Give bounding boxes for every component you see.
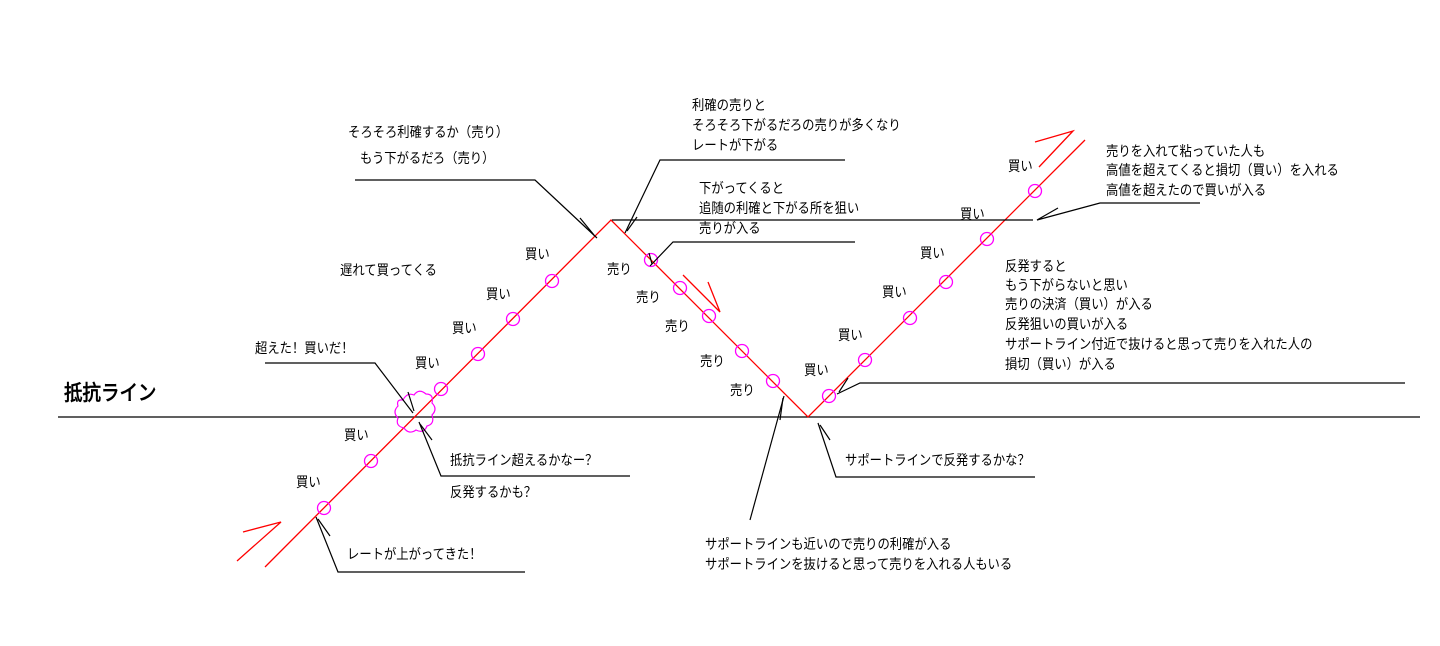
arrow-down-icon <box>682 274 721 313</box>
annotation-fall-2: 追随の利確と下がる所を狙い <box>699 201 860 217</box>
trade-marker <box>470 346 486 362</box>
arrow-up-right-icon <box>1034 129 1076 168</box>
annotation-profit-2: もう下がるだろ（売り） <box>360 151 495 167</box>
price-path <box>264 139 1086 568</box>
sell-label: 売り <box>700 354 725 370</box>
annotation-late-buyers: 遅れて買ってくる <box>340 263 437 279</box>
trade-marker <box>544 273 560 289</box>
annotation-rebound-5: サポートライン付近で抜けると思って売りを入れた人の <box>1005 337 1313 353</box>
trade-marker <box>1027 183 1043 199</box>
annotation-support-question: サポートラインで反発するかな？ <box>845 453 1030 469</box>
resistance-line-label: 抵抗ライン <box>64 381 157 405</box>
buy-label: 買い <box>920 246 945 262</box>
annotation-high-2: 高値を超えてくると損切（買い）を入れる <box>1106 163 1339 179</box>
sell-label: 売り <box>607 262 632 278</box>
annotation-support-1: サポートラインも近いので売りの利確が入る <box>705 537 952 553</box>
sell-label: 売り <box>665 319 690 335</box>
buy-label: 買い <box>486 287 511 303</box>
annotation-rebound-1: 反発すると <box>1005 259 1067 275</box>
buy-label: 買い <box>525 247 550 263</box>
annotation-high-1: 売りを入れて粘っていた人も <box>1106 144 1266 160</box>
trade-marker <box>857 352 873 368</box>
annotation-rising: レートが上がってきた！ <box>347 547 482 563</box>
buy-label: 買い <box>804 363 829 379</box>
trade-marker <box>765 373 781 389</box>
trade-marker <box>505 311 521 327</box>
buy-label: 買い <box>882 285 907 301</box>
annotation-rebound-4: 反発狙いの買いが入る <box>1005 317 1129 333</box>
buy-label: 買い <box>838 328 863 344</box>
trade-marker <box>316 500 332 516</box>
annotation-peak-1: 利確の売りと <box>692 98 766 114</box>
buy-label: 買い <box>452 321 477 337</box>
trade-marker <box>672 280 688 296</box>
annotation-fall-3: 売りが入る <box>699 221 761 237</box>
trade-marker <box>979 231 995 247</box>
annotation-rebound-2: もう下がらないと思い <box>1005 278 1128 294</box>
annotation-rebound-question: 反発するかも？ <box>450 485 537 501</box>
sell-label: 売り <box>730 383 755 399</box>
annotation-profit-1: そろそろ利確するか（売り） <box>348 125 509 141</box>
buy-label: 買い <box>1008 159 1033 175</box>
annotation-rebound-3: 売りの決済（買い）が入る <box>1005 297 1153 313</box>
annotation-high-3: 高値を超えたので買いが入る <box>1106 183 1267 199</box>
annotation-support-2: サポートラインを抜けると思って売りを入れる人もいる <box>705 557 1013 573</box>
trade-marker <box>643 252 659 268</box>
buy-label: 買い <box>296 475 321 491</box>
buy-label: 買い <box>960 207 985 223</box>
callout-lines <box>265 159 1405 573</box>
annotation-fall-1: 下がってくると <box>699 181 785 197</box>
arrow-up-left-icon <box>236 521 282 562</box>
burst-cloud-icon <box>394 390 436 433</box>
trade-marker <box>734 343 750 359</box>
trade-marker <box>938 274 954 290</box>
buy-label: 買い <box>415 356 440 372</box>
trade-marker <box>821 388 837 404</box>
annotation-peak-2: そろそろ下がるだろの売りが多くなり <box>692 118 901 134</box>
buy-label: 買い <box>344 428 369 444</box>
annotation-resist-question: 抵抗ライン超えるかなー？ <box>450 453 598 469</box>
annotation-peak-3: レートが下がる <box>692 138 779 154</box>
trade-marker <box>701 308 717 324</box>
trade-marker <box>902 310 918 326</box>
trade-marker <box>433 381 449 397</box>
sell-label: 売り <box>636 290 661 306</box>
annotation-crossed: 超えた！買いだ！ <box>255 341 354 357</box>
annotation-rebound-6: 損切（買い）が入る <box>1005 357 1116 373</box>
trade-marker <box>363 453 379 469</box>
